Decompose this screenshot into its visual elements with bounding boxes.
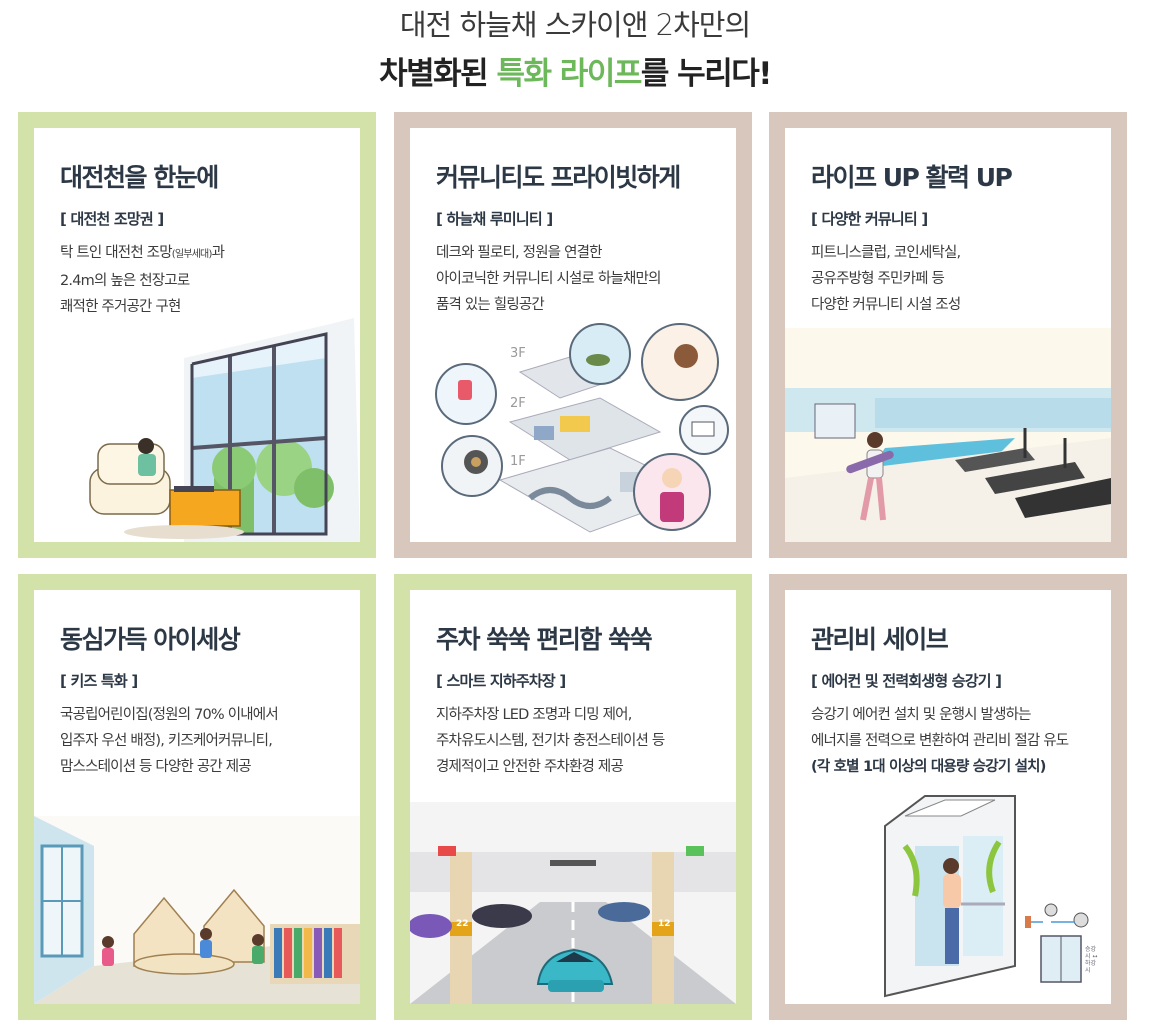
card-title: 커뮤니티도 프라이빗하게 <box>436 163 681 192</box>
desc-line: 품격 있는 힐링공간 <box>436 297 545 313</box>
card-description: 승강기 에어컨 설치 및 운행시 발생하는 에너지를 전력으로 변환하여 관리비… <box>811 702 1069 780</box>
elevator-caption: 승강시 ↔ 하강시 <box>1085 946 1098 974</box>
card-subtitle: [ 하늘채 루미니티 ] <box>436 210 553 228</box>
desc-text: 과 <box>211 245 225 261</box>
desc-line: 2.4m의 높은 천장고로 <box>60 273 190 289</box>
window-view-illustration <box>34 318 360 542</box>
card-fitness: 라이프 UP 활력 UP [ 다양한 커뮤니티 ] 피트니스클럽, 코인세탁실,… <box>769 112 1127 558</box>
desc-line: 입주자 우선 배정), 키즈케어커뮤니티, <box>60 733 273 749</box>
card-description: 피트니스클럽, 코인세탁실, 공유주방형 주민카페 등 다양한 커뮤니티 시설 … <box>811 240 961 318</box>
kids-room-icon <box>34 816 360 1004</box>
elevator-icon <box>884 795 1089 998</box>
card-description: 탁 트인 대전천 조망(일부세대)과 2.4m의 높은 천장고로 쾌적한 주거공… <box>60 240 225 320</box>
card-subtitle: [ 다양한 커뮤니티 ] <box>811 210 928 228</box>
fitness-icon <box>785 328 1111 542</box>
parking-illustration: 22 12 <box>410 802 736 1004</box>
window-view-icon <box>89 318 360 542</box>
headline-line2-after: 를 누리다! <box>640 56 773 92</box>
card-inner: 라이프 UP 활력 UP [ 다양한 커뮤니티 ] 피트니스클럽, 코인세탁실,… <box>785 128 1111 542</box>
card-inner: 대전천을 한눈에 [ 대전천 조망권 ] 탁 트인 대전천 조망(일부세대)과 … <box>34 128 360 542</box>
desc-line: 승강기 에어컨 설치 및 운행시 발생하는 <box>811 707 1031 723</box>
desc-line: 주차유도시스템, 전기차 충전스테이션 등 <box>436 733 665 749</box>
desc-line: 에너지를 전력으로 변환하여 관리비 절감 유도 <box>811 733 1069 749</box>
floor-label-2f: 2F <box>510 396 526 411</box>
desc-line: 국공립어린이집(정원의 70% 이내에서 <box>60 707 279 723</box>
community-map-icon <box>435 323 729 533</box>
card-inner: 커뮤니티도 프라이빗하게 [ 하늘채 루미니티 ] 데크와 필로티, 정원을 연… <box>410 128 736 542</box>
card-subtitle: [ 스마트 지하주차장 ] <box>436 672 566 690</box>
card-parking: 주차 쑥쑥 편리함 쑥쑥 [ 스마트 지하주차장 ] 지하주차장 LED 조명과… <box>394 574 752 1020</box>
desc-line: 지하주차장 LED 조명과 디밍 제어, <box>436 707 632 723</box>
card-community: 커뮤니티도 프라이빗하게 [ 하늘채 루미니티 ] 데크와 필로티, 정원을 연… <box>394 112 752 558</box>
card-title: 라이프 UP 활력 UP <box>811 163 1013 192</box>
desc-note: (일부세대) <box>171 249 213 260</box>
card-inner: 주차 쑥쑥 편리함 쑥쑥 [ 스마트 지하주차장 ] 지하주차장 LED 조명과… <box>410 590 736 1004</box>
desc-line: 데크와 필로티, 정원을 연결한 <box>436 245 603 261</box>
floor-label-1f: 1F <box>510 454 526 469</box>
community-map-illustration: 3F 2F 1F <box>410 322 736 542</box>
desc-line: 아이코닉한 커뮤니티 시설로 하늘채만의 <box>436 271 661 287</box>
headline-line1: 대전 하늘채 스카이앤 2차만의 <box>399 8 751 42</box>
desc-line: 다양한 커뮤니티 시설 조성 <box>811 297 961 313</box>
card-title: 관리비 세이브 <box>811 625 949 654</box>
card-kids: 동심가득 아이세상 [ 키즈 특화 ] 국공립어린이집(정원의 70% 이내에서… <box>18 574 376 1020</box>
card-description: 데크와 필로티, 정원을 연결한 아이코닉한 커뮤니티 시설로 하늘채만의 품격… <box>436 240 661 318</box>
card-title: 대전천을 한눈에 <box>60 163 219 192</box>
card-description: 국공립어린이집(정원의 70% 이내에서 입주자 우선 배정), 키즈케어커뮤니… <box>60 702 279 780</box>
card-elevator: 관리비 세이브 [ 에어컨 및 전력회생형 승강기 ] 승강기 에어컨 설치 및… <box>769 574 1127 1020</box>
headline-line2: 차별화된 특화 라이프를 누리다! <box>0 48 1150 93</box>
card-subtitle: [ 키즈 특화 ] <box>60 672 138 690</box>
card-title: 동심가득 아이세상 <box>60 625 241 654</box>
card-title: 주차 쑥쑥 편리함 쑥쑥 <box>436 625 653 654</box>
desc-line-emphasis: (각 호별 1대 이상의 대용량 승강기 설치) <box>811 759 1046 775</box>
elevator-illustration: 승강시 ↔ 하강시 <box>785 786 1111 1004</box>
desc-text: 탁 트인 대전천 조망 <box>60 245 173 261</box>
card-inner: 관리비 세이브 [ 에어컨 및 전력회생형 승강기 ] 승강기 에어컨 설치 및… <box>785 590 1111 1004</box>
parking-icon <box>410 802 736 1004</box>
desc-line: 공유주방형 주민카페 등 <box>811 271 945 287</box>
card-subtitle: [ 에어컨 및 전력회생형 승강기 ] <box>811 672 1002 690</box>
desc-line: 피트니스클럽, 코인세탁실, <box>811 245 961 261</box>
card-inner: 동심가득 아이세상 [ 키즈 특화 ] 국공립어린이집(정원의 70% 이내에서… <box>34 590 360 1004</box>
card-subtitle: [ 대전천 조망권 ] <box>60 210 164 228</box>
desc-line: 경제적이고 안전한 주차환경 제공 <box>436 759 624 775</box>
pillar-number-left: 22 <box>456 919 469 929</box>
fitness-illustration <box>785 328 1111 542</box>
desc-line: 쾌적한 주거공간 구현 <box>60 299 181 315</box>
headline-line2-before: 차별화된 <box>379 56 497 92</box>
kids-room-illustration <box>34 816 360 1004</box>
pillar-number-right: 12 <box>658 919 671 929</box>
floor-label-3f: 3F <box>510 346 526 361</box>
headline-line2-accent: 특화 라이프 <box>496 56 642 92</box>
card-river-view: 대전천을 한눈에 [ 대전천 조망권 ] 탁 트인 대전천 조망(일부세대)과 … <box>18 112 376 558</box>
desc-line: 맘스스테이션 등 다양한 공간 제공 <box>60 759 252 775</box>
card-description: 지하주차장 LED 조명과 디밍 제어, 주차유도시스템, 전기차 충전스테이션… <box>436 702 665 780</box>
